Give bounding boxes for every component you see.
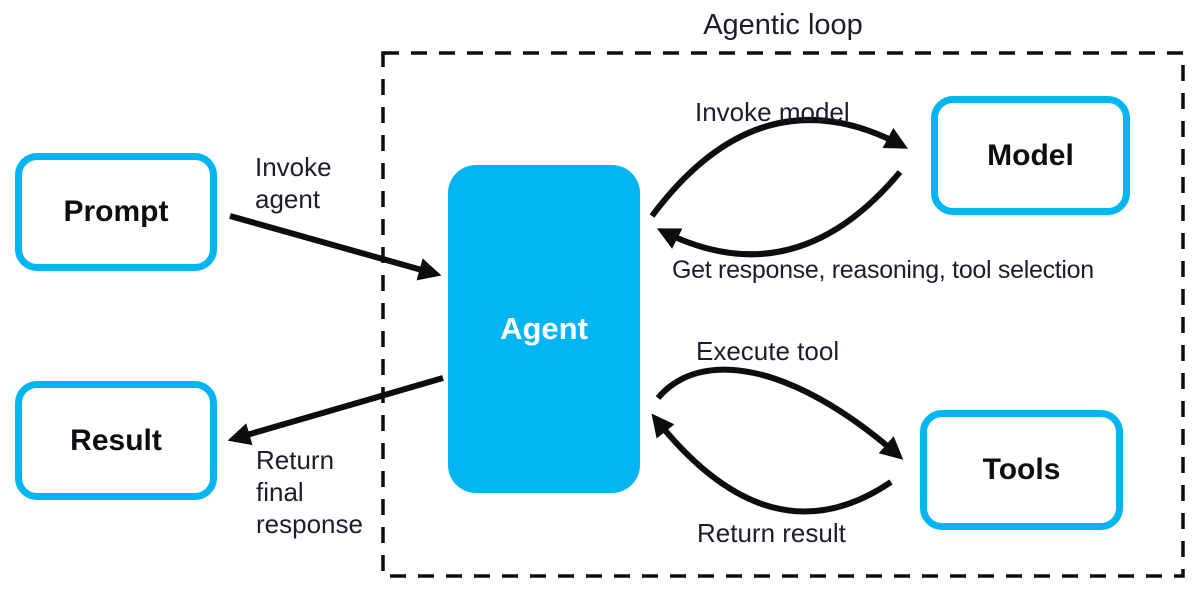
model-node-label: Model <box>987 138 1074 172</box>
prompt-node-label: Prompt <box>63 195 169 228</box>
execute-tool-arrow <box>655 366 904 460</box>
get-response-label: Get response, reasoning, tool selection <box>672 256 1094 284</box>
invoke-agent-label: Invoke agent <box>255 152 332 214</box>
agent-node: Agent <box>448 165 640 493</box>
prompt-node: Prompt <box>15 153 217 271</box>
agent-node-label: Agent <box>500 311 588 346</box>
diagram-title: Agentic loop <box>703 9 863 41</box>
model-node: Model <box>931 96 1130 215</box>
tools-node: Tools <box>920 410 1123 530</box>
result-node-label: Result <box>70 423 162 457</box>
get-response-arrow <box>656 170 903 258</box>
return-result-arrow <box>651 413 893 515</box>
return-final-response-arrow <box>227 375 444 446</box>
invoke-model-label: Invoke model <box>695 97 850 127</box>
result-node: Result <box>15 381 217 500</box>
return-final-response-label: Return final response <box>256 445 363 539</box>
invoke-model-arrow <box>649 117 909 218</box>
invoke-agent-arrow <box>229 213 442 281</box>
return-result-label: Return result <box>697 518 846 548</box>
tools-node-label: Tools <box>982 453 1061 486</box>
execute-tool-label: Execute tool <box>696 336 840 366</box>
